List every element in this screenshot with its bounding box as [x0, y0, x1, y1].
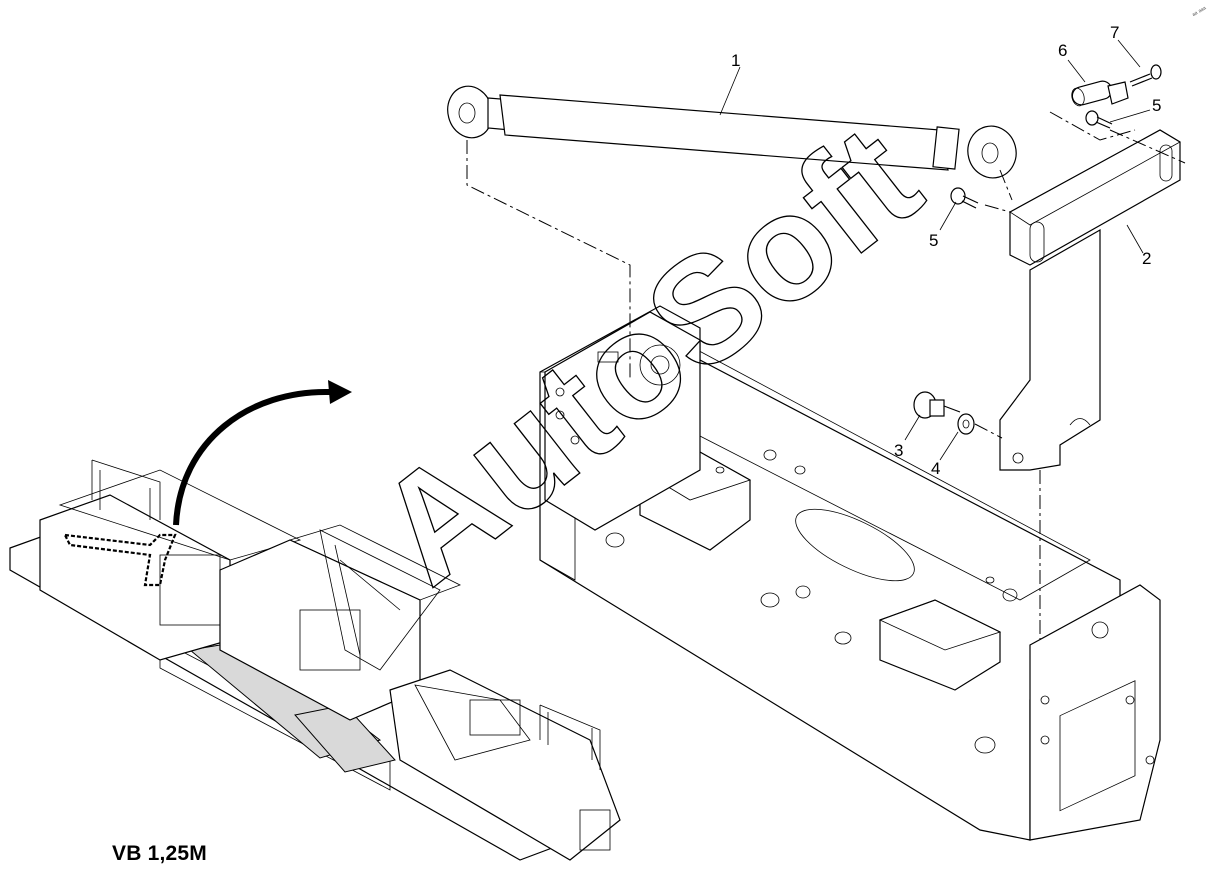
machine-overview [9, 380, 621, 861]
callout-3: 3 [894, 441, 903, 460]
assembly-lines [466, 111, 1186, 640]
detail-arrow [173, 388, 331, 526]
callout-6: 6 [1058, 41, 1067, 60]
callout-7: 7 [1110, 23, 1119, 42]
callout-5a: 5 [1152, 96, 1161, 115]
hardware [913, 64, 1162, 435]
washer-4 [957, 413, 975, 435]
screw-7 [1129, 64, 1162, 87]
callout-2: 2 [1142, 249, 1151, 268]
arrow-head [328, 380, 352, 404]
screw-5-lower [950, 187, 979, 209]
gas-spring-cylinder [447, 85, 1017, 179]
screw-5-upper [1085, 110, 1113, 129]
spacer-6 [1071, 80, 1129, 107]
leader-lines [719, 39, 1151, 461]
callouts: 1 2 3 4 5 5 6 7 [731, 23, 1161, 478]
model-caption: VB 1,25M [112, 842, 207, 865]
callout-5b: 5 [929, 231, 938, 250]
callout-1: 1 [731, 51, 740, 70]
mounting-bracket [999, 129, 1181, 471]
bolt-3 [913, 391, 961, 419]
base-frame [539, 305, 1161, 841]
callout-4: 4 [931, 459, 940, 478]
corner-mark: ᵃᵃ ᵃᵃᵃ [1192, 6, 1209, 20]
frame-holes [605, 449, 1018, 754]
